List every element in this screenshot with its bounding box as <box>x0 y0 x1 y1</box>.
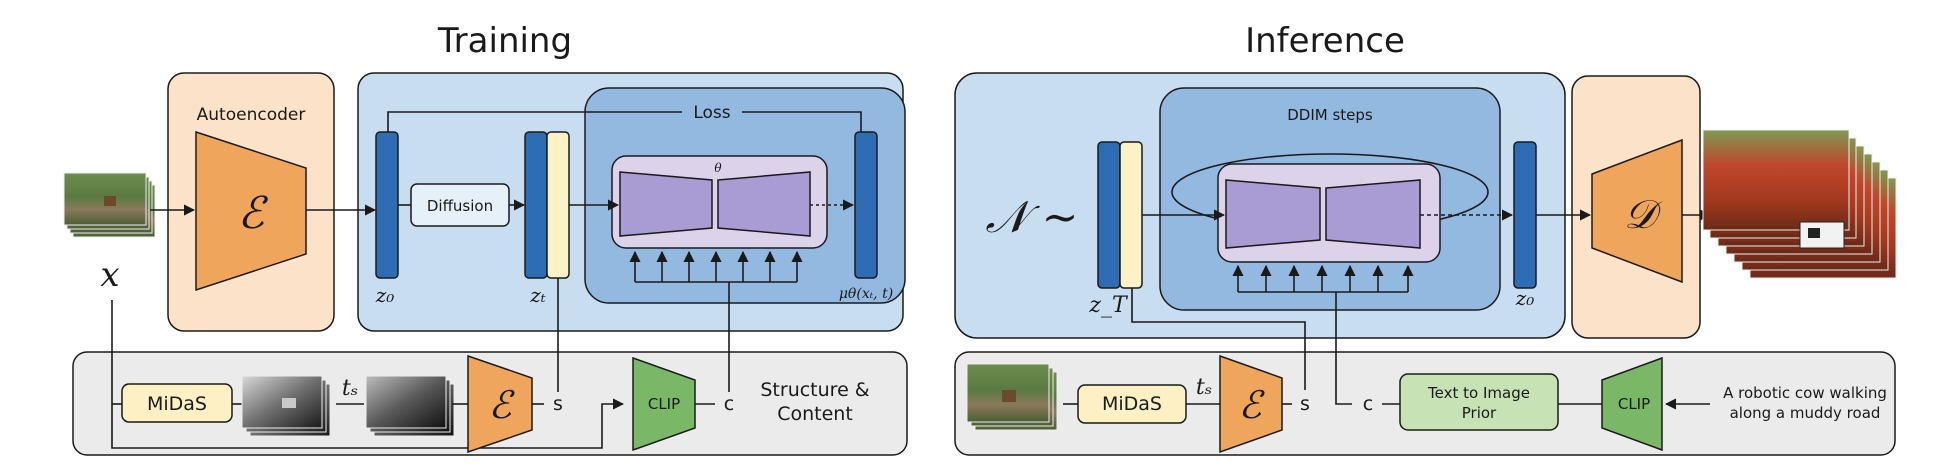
inference-ts-label: tₛ <box>1196 375 1212 400</box>
inference-structure-encoder <box>1219 354 1283 454</box>
z0-label: z₀ <box>375 283 395 307</box>
prompt-line-2: along a muddy road <box>1730 404 1881 422</box>
theta-label: θ <box>714 161 722 175</box>
structure-content-label-2: Content <box>777 403 853 425</box>
line-input-clip <box>111 300 625 449</box>
noise-label: 𝒩 ∼ <box>985 192 1078 243</box>
prior-label-1: Text to Image <box>1427 384 1530 402</box>
midas-box <box>121 383 233 423</box>
inference-title: Inference <box>1245 21 1405 61</box>
encoder-block <box>195 130 307 292</box>
loss-label: Loss <box>693 103 730 123</box>
midas-label: MiDaS <box>147 393 207 415</box>
output-video-frames <box>1702 129 1897 279</box>
structure-latent <box>546 131 570 279</box>
clip-label: CLIP <box>648 395 680 413</box>
text-to-image-prior-box <box>1399 373 1559 431</box>
c-label: c <box>724 393 734 415</box>
encoder-symbol: ℰ <box>238 188 269 239</box>
inference-midas-label: MiDaS <box>1102 393 1162 415</box>
ddim-label: DDIM steps <box>1287 106 1373 124</box>
mu-label: μθ(xₜ, t) <box>839 286 893 302</box>
conditioning-comb <box>629 250 803 283</box>
input-symbol: x <box>100 255 119 295</box>
inference-latent-z0 <box>1513 141 1537 289</box>
inference-clip-label: CLIP <box>1618 395 1650 413</box>
inference-clip-encoder <box>1601 356 1663 452</box>
inference-unet-up <box>1325 179 1421 249</box>
inference-z0-label: z₀ <box>1515 286 1535 310</box>
ts-label: tₛ <box>342 376 358 401</box>
blurred-depth-frames <box>365 375 455 437</box>
inference-unet-down <box>1225 179 1321 249</box>
unet-down-block <box>619 171 713 237</box>
autoencoder-label: Autoencoder <box>197 105 306 125</box>
latent-zt <box>524 131 548 279</box>
s-label: s <box>553 393 563 415</box>
input-video-frames <box>63 172 156 238</box>
inference-structure-latent <box>1119 141 1143 289</box>
latent-z0 <box>375 131 399 279</box>
loss-bracket <box>387 111 862 132</box>
clip-encoder <box>632 356 696 452</box>
structure-encoder-symbol: ℰ <box>488 383 515 427</box>
training-title: Training <box>437 21 572 61</box>
unet-up-block <box>717 171 811 237</box>
inference-s-label: s <box>1300 393 1310 415</box>
depth-frames <box>241 375 331 437</box>
structure-content-label-1: Structure & <box>760 379 869 401</box>
decoder-block <box>1591 138 1683 284</box>
inference-encoder-symbol: ℰ <box>1238 383 1265 427</box>
latent-output <box>854 131 878 279</box>
diffusion-label: Diffusion <box>427 197 493 215</box>
zt-label: zₜ <box>529 283 546 307</box>
line-s-zT <box>1131 288 1306 390</box>
prior-label-2: Prior <box>1462 404 1497 422</box>
latent-zT <box>1097 141 1121 289</box>
inference-conditioning-comb <box>1232 264 1414 293</box>
line-c-unet-inf <box>1335 292 1352 405</box>
inference-input-frames <box>966 363 1058 431</box>
zT-label: z_T <box>1088 293 1129 318</box>
loss-label-bg <box>682 100 742 124</box>
prompt-line-1: A robotic cow walking <box>1723 384 1887 402</box>
structure-encoder <box>467 354 533 454</box>
inference-c-label: c <box>1363 393 1373 415</box>
